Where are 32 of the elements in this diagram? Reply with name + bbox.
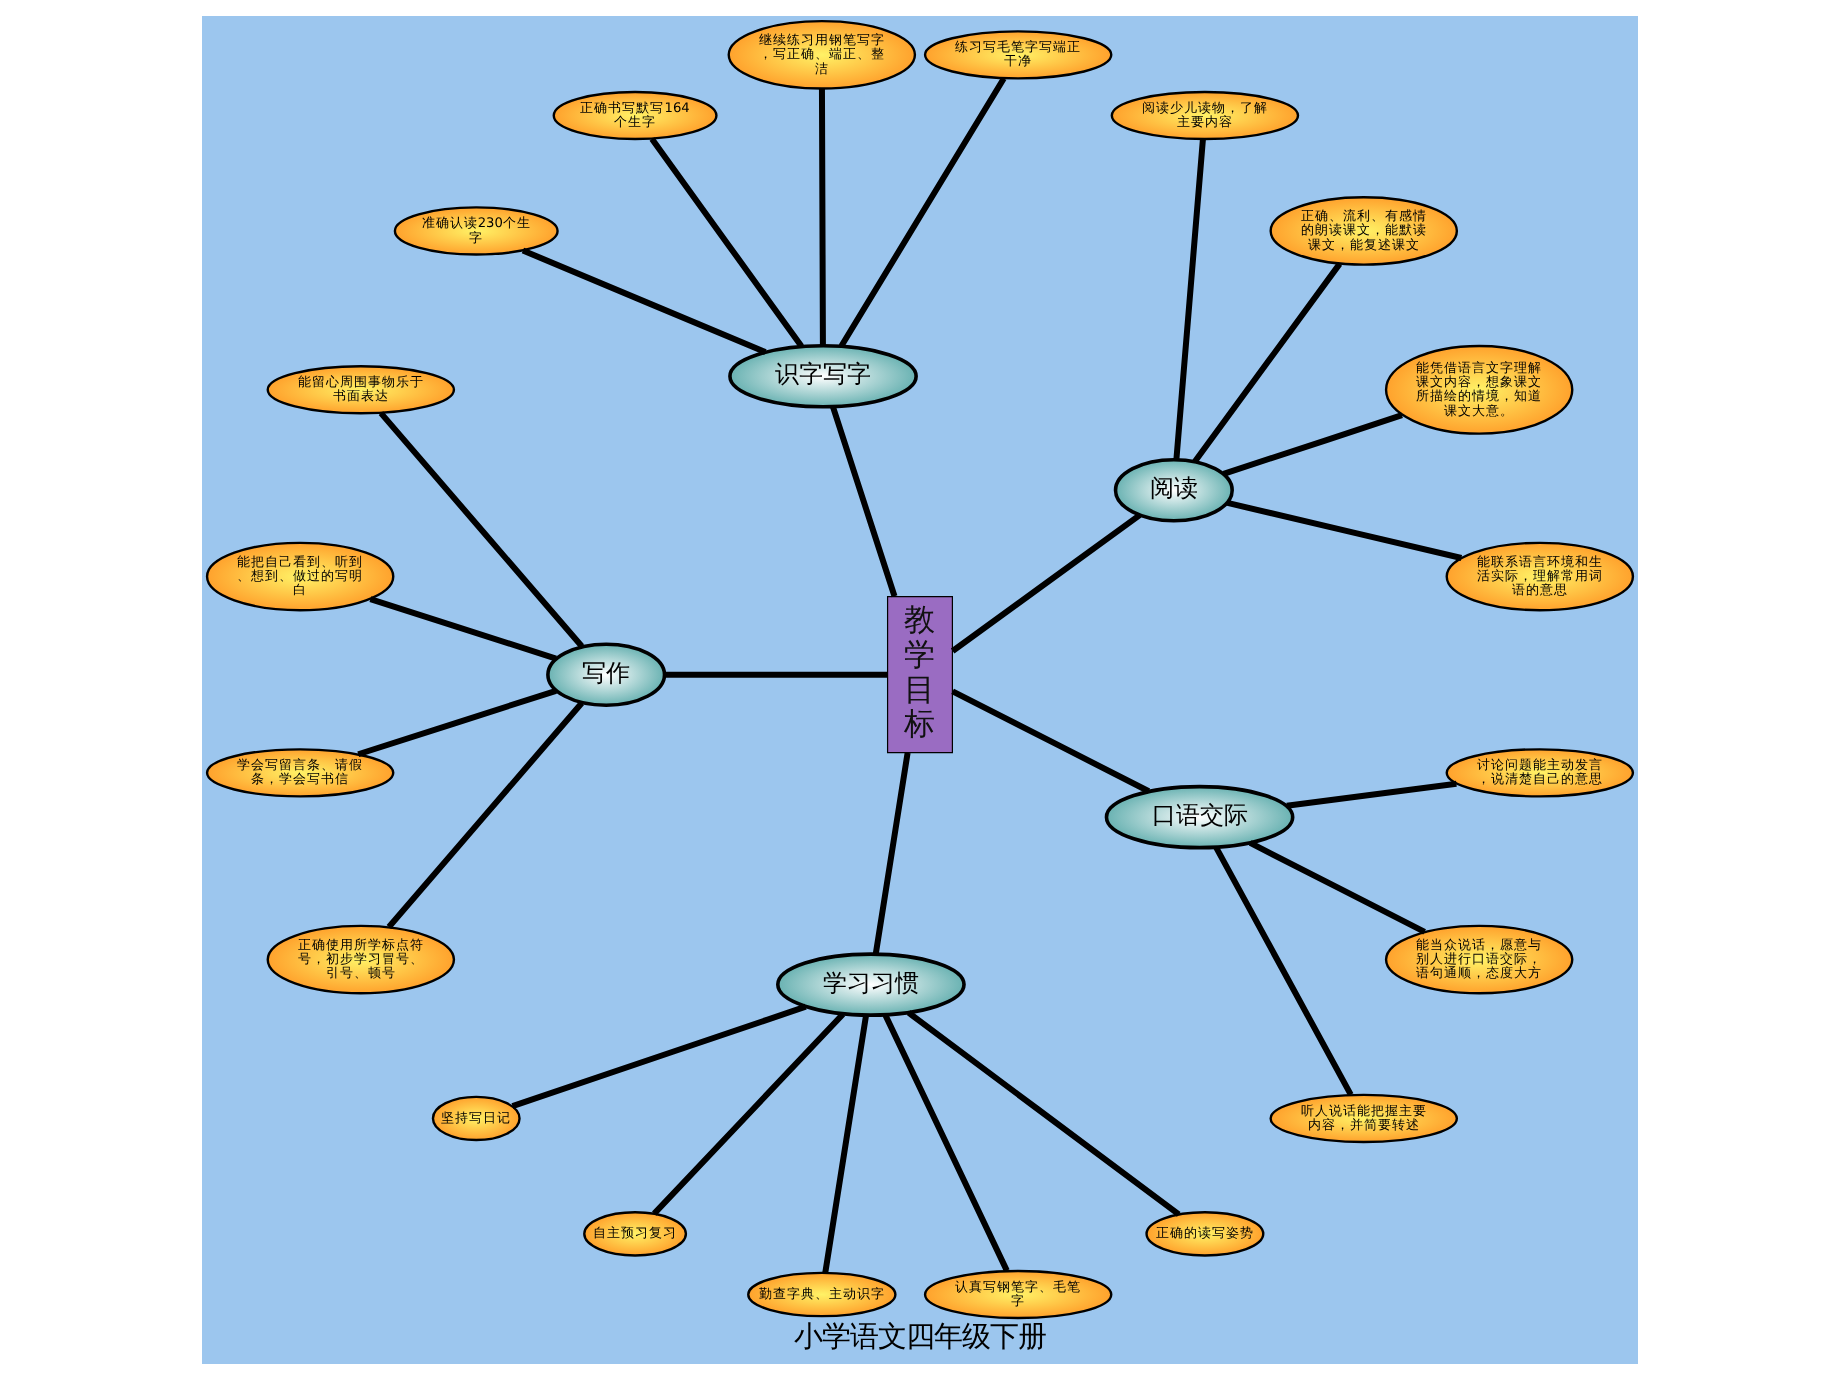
connector: [521, 247, 767, 355]
connector: [1213, 846, 1354, 1097]
connector: [1286, 780, 1457, 809]
connector: [830, 405, 898, 598]
node-ellipse: 写作: [546, 642, 667, 707]
connector: [950, 512, 1142, 654]
connector: [1222, 412, 1403, 477]
node-ellipse: 口语交际: [1104, 784, 1295, 850]
connector: [511, 1003, 807, 1109]
connector: [386, 701, 585, 929]
connector: [822, 1014, 869, 1274]
connector: [951, 688, 1151, 794]
connector: [664, 671, 887, 678]
connector: [378, 411, 585, 649]
connector: [649, 137, 804, 349]
connector: [1173, 139, 1206, 460]
connector: [882, 1013, 1010, 1272]
node-ellipse: 识字写字: [728, 343, 918, 409]
connector: [838, 77, 1007, 348]
node-ellipse: 阅读: [1113, 457, 1234, 523]
diagram-title: 小学语文四年级下册: [793, 1322, 1046, 1355]
connector: [1192, 262, 1343, 464]
connector: [1248, 840, 1426, 935]
connector: [369, 596, 557, 662]
connector: [1226, 499, 1463, 561]
connector: [906, 1010, 1181, 1217]
connector: [818, 88, 826, 346]
connector: [872, 752, 911, 955]
node-box: 教学目标: [887, 596, 953, 754]
node-ellipse: 学习习惯: [776, 952, 966, 1017]
connector: [357, 687, 557, 758]
connector: [652, 1012, 846, 1216]
